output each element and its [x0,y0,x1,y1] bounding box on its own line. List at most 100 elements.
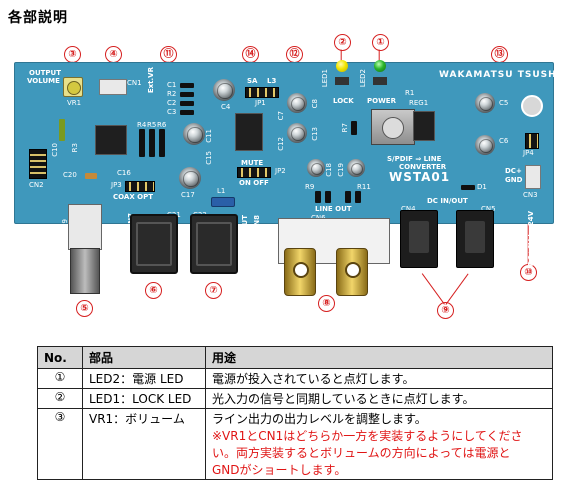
brand-label: WAKAMATSU TSUSHO [439,70,566,80]
leader-line-9b [445,273,469,305]
c2-cap [180,101,194,106]
ext-vr-label: Ext.VR [147,67,155,94]
r11-label: R11 [357,183,371,191]
coax-in-jack[interactable] [64,204,104,294]
dc-plus-label: DC+ [505,167,522,175]
header-part: 部品 [82,346,206,369]
cn3-connector[interactable] [525,165,541,189]
function-label-2: CONVERTER [399,163,447,171]
coax-opt-label: COAX OPT [113,193,154,201]
r9-label: R9 [305,183,315,191]
callout-11: ⑪ [160,46,177,63]
mute-label: MUTE [241,159,264,167]
row-use: 光入力の信号と同期しているときに点灯します。 [205,388,553,409]
c18-label: C18 [325,163,333,177]
jp3-header[interactable] [125,181,155,192]
c3-label: C3 [167,108,177,116]
jp3-label: JP3 [111,181,122,189]
cn2-header[interactable] [29,149,47,179]
led2-label: LED2 [359,69,367,88]
r11-res [345,191,351,203]
r4-label: R4 [137,121,147,129]
c5-capacitor [475,93,495,113]
reg1-label: REG1 [409,99,429,107]
r12-res [355,191,361,203]
jp4-header[interactable] [525,133,539,149]
parts-table: No. 部品 用途 ① LED2：電源 LED 電源が投入されていると点灯します… [37,346,553,480]
r3-label: R3 [71,143,79,153]
dc-range-label: DC+6V to 24V [527,211,535,267]
c10-cap [59,119,65,141]
lock-led [336,60,348,72]
c12-label: C12 [277,137,285,151]
jp1-label: JP1 [255,99,266,107]
row-part: LED2：電源 LED [82,368,206,389]
c16-label: C16 [117,169,131,177]
power-label: POWER [367,97,396,105]
row-use: ライン出力の出力レベルを調整します。 [212,412,427,426]
r5-res [149,129,155,157]
c11-label: C11 [205,129,213,143]
lock-label: LOCK [333,97,354,105]
cn5-label: CN5 [481,205,496,213]
jp2-header[interactable] [237,167,271,178]
l1-label: L1 [217,187,226,195]
c5-label: C5 [499,99,509,107]
c1-cap [180,83,194,88]
c17-capacitor [179,167,201,189]
callout-1: ① [372,34,389,51]
ic-u1 [93,125,129,155]
cn8-label: CN8 [253,215,261,231]
c4-label: C4 [221,103,231,111]
ic-u2 [233,113,265,151]
c8-label: C8 [311,99,319,109]
callout-10: ⑩ [520,264,537,281]
c19-label: C19 [337,163,345,177]
c6-label: C6 [499,137,509,145]
callout-6: ⑥ [145,282,162,299]
callout-8: ⑧ [318,295,335,312]
line-out-rca-jacks[interactable] [278,218,390,296]
c18-capacitor [307,159,325,177]
c15-label: C15 [205,151,213,165]
r1-label: R1 [405,89,415,97]
row-use: 電源が投入されていると点灯します。 [205,368,553,389]
c14-capacitor [183,123,205,145]
table-row: ① LED2：電源 LED 電源が投入されていると点灯します。 [37,368,553,389]
on-off-label: ON OFF [239,179,269,187]
function-label: S/PDIF ⇒ LINE [387,155,442,163]
r2-label: R2 [167,90,177,98]
c4-capacitor [213,79,235,101]
cn4-dc-jack[interactable] [400,210,438,268]
cn5-dc-jack[interactable] [456,210,494,268]
volume-trimmer[interactable] [63,77,83,97]
leader-line-9a [421,273,445,305]
opt-in-jack[interactable] [130,214,178,274]
page-title: 各部説明 [8,10,68,26]
warning-line-2: い。両方実装するとボリュームの方向によっては電源と [212,446,511,460]
jp1-header[interactable] [245,87,279,98]
model-label: WSTA01 [389,170,451,184]
output-volume-label-2: VOLUME [27,77,60,85]
jp4-label: JP4 [523,149,534,157]
warning-line-3: GNDがショートします。 [212,463,347,477]
callout-14: ⑭ [242,46,259,63]
table-row: ② LED1：LOCK LED 光入力の信号と同期しているときに点灯します。 [37,388,553,409]
c2-label: C2 [167,99,177,107]
line-out-label: LINE OUT [315,205,352,213]
r7-res [351,121,357,135]
row-no: ① [37,368,83,389]
regulator-reg1 [371,109,415,145]
callout-4: ④ [105,46,122,63]
c1-label: C1 [167,81,177,89]
row-no: ③ [37,408,83,480]
l3-label: L3 [267,77,277,85]
c7-label: C7 [277,111,285,121]
l1-inductor [211,197,235,207]
opt-out-label: OPT OUT [241,215,249,250]
table-row: ③ VR1：ボリューム ライン出力の出力レベルを調整します。 ※VR1とCN1は… [37,408,553,480]
r6-label: R6 [157,121,167,129]
r4-res [139,129,145,157]
cn2-label: CN2 [29,181,44,189]
opt-out-jack[interactable] [190,214,238,274]
